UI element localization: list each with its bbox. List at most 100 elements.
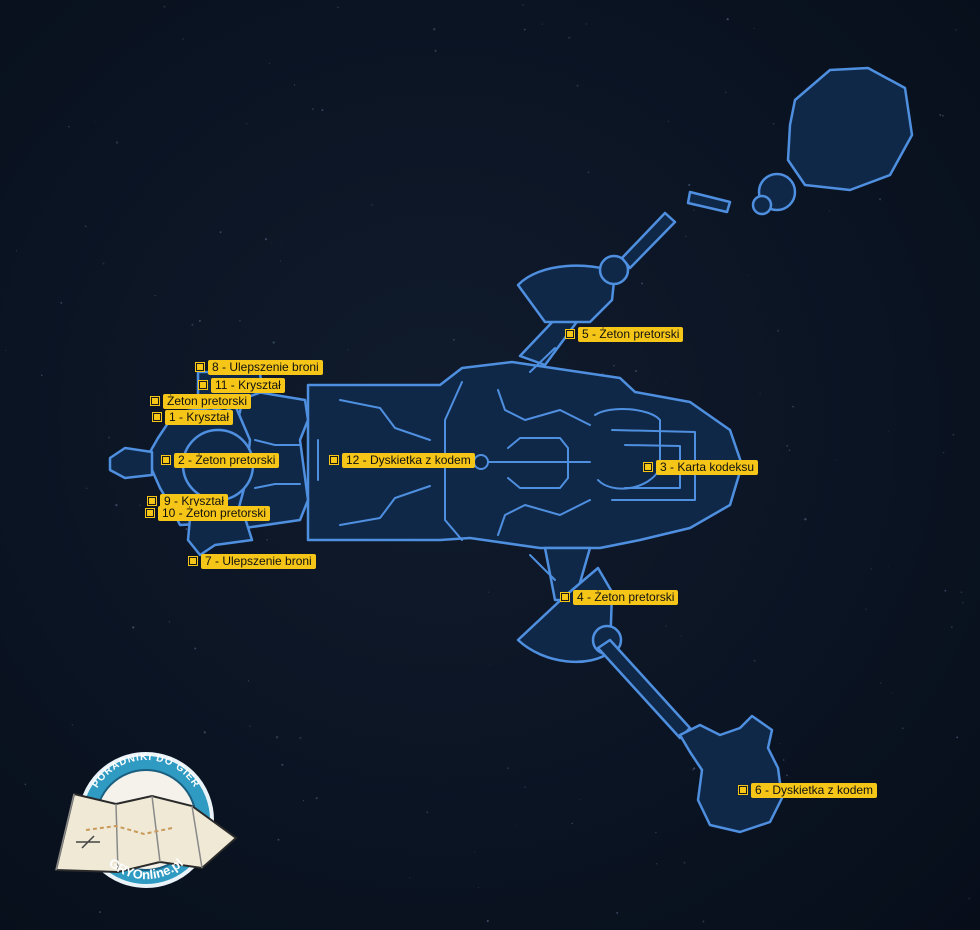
star (616, 911, 619, 914)
marker-5[interactable]: 5 - Żeton pretorski (566, 326, 684, 342)
star (219, 231, 222, 233)
marker-label: 4 - Żeton pretorski (573, 589, 679, 605)
star (487, 591, 490, 594)
marker-zeton[interactable]: Żeton pretorski (151, 393, 252, 409)
marker-6[interactable]: 6 - Dyskietka z kodem (739, 782, 878, 798)
marker-label: Żeton pretorski (163, 393, 252, 409)
star (271, 242, 273, 244)
marker-3[interactable]: 3 - Karta kodeksu (644, 459, 759, 475)
star (84, 225, 87, 227)
marker-icon (561, 593, 569, 601)
marker-icon (153, 413, 161, 421)
marker-12[interactable]: 12 - Dyskietka z kodem (330, 452, 475, 468)
star (693, 209, 695, 211)
level-floorplan (108, 66, 914, 834)
star (115, 141, 119, 144)
marker-1[interactable]: 1 - Kryształ (153, 409, 234, 425)
north-junction (598, 254, 630, 286)
marker-8[interactable]: 8 - Ulepszenie broni (196, 359, 323, 375)
north-fan-room (516, 264, 617, 324)
star (409, 877, 411, 879)
marker-icon (148, 497, 156, 505)
star (433, 28, 436, 31)
star (277, 838, 280, 841)
star (683, 861, 686, 864)
marker-2[interactable]: 2 - Żeton pretorski (162, 452, 280, 468)
star (753, 27, 755, 29)
star (759, 393, 761, 394)
star (315, 797, 318, 800)
star (132, 626, 135, 629)
star (956, 736, 959, 739)
star (870, 568, 872, 570)
star (942, 451, 945, 454)
marker-11[interactable]: 11 - Kryształ (199, 377, 285, 393)
star (163, 5, 166, 8)
star (203, 731, 206, 734)
star (792, 405, 795, 408)
star (264, 237, 268, 241)
star (245, 122, 248, 125)
star (293, 84, 296, 86)
star (275, 736, 279, 739)
marker-4[interactable]: 4 - Żeton pretorski (561, 589, 679, 605)
north-walkway (620, 211, 677, 270)
star (788, 449, 791, 452)
star (198, 319, 201, 322)
star (194, 647, 197, 650)
star (321, 109, 324, 112)
central-node (473, 454, 489, 470)
marker-label: 5 - Żeton pretorski (578, 326, 684, 342)
star (506, 767, 509, 770)
star (777, 329, 780, 332)
marker-label: 1 - Kryształ (165, 409, 234, 425)
star (684, 235, 687, 238)
star (828, 210, 830, 212)
star (239, 319, 241, 322)
star (865, 608, 867, 610)
star (248, 725, 251, 728)
star (347, 349, 349, 351)
star (955, 29, 957, 31)
star (522, 3, 525, 7)
star (576, 84, 579, 87)
star (951, 626, 953, 628)
gryonline-logo[interactable]: PORADNIKI DO GIER GRYOnline.pl (52, 738, 240, 898)
marker-label: 3 - Karta kodeksu (656, 459, 759, 475)
marker-label: 2 - Żeton pretorski (174, 452, 280, 468)
star (15, 250, 18, 252)
star (571, 822, 573, 825)
star (154, 294, 156, 297)
left-room-south (186, 516, 254, 557)
north-debris (686, 190, 732, 214)
map-icon (54, 792, 238, 874)
star (281, 763, 284, 766)
star (489, 663, 491, 665)
star (667, 120, 670, 123)
main-hull (306, 360, 744, 550)
star (613, 364, 615, 367)
marker-7[interactable]: 7 - Ulepszenie broni (189, 553, 316, 569)
marker-10[interactable]: 10 - Żeton pretorski (146, 505, 271, 521)
star (878, 198, 882, 201)
north-pod (786, 66, 914, 192)
star (587, 171, 590, 174)
star (788, 175, 790, 177)
marker-9[interactable]: 9 - Kryształ (148, 493, 229, 509)
star (779, 742, 781, 745)
star (139, 504, 141, 506)
star (191, 323, 194, 326)
star (785, 774, 788, 777)
marker-icon (739, 786, 747, 794)
marker-label: 7 - Ulepszenie broni (201, 553, 316, 569)
star (693, 767, 696, 770)
star (371, 204, 374, 206)
star (182, 38, 184, 40)
star (71, 724, 74, 726)
star (724, 91, 727, 94)
star (281, 242, 283, 244)
star (835, 459, 837, 461)
star (902, 727, 904, 729)
star (726, 18, 729, 21)
